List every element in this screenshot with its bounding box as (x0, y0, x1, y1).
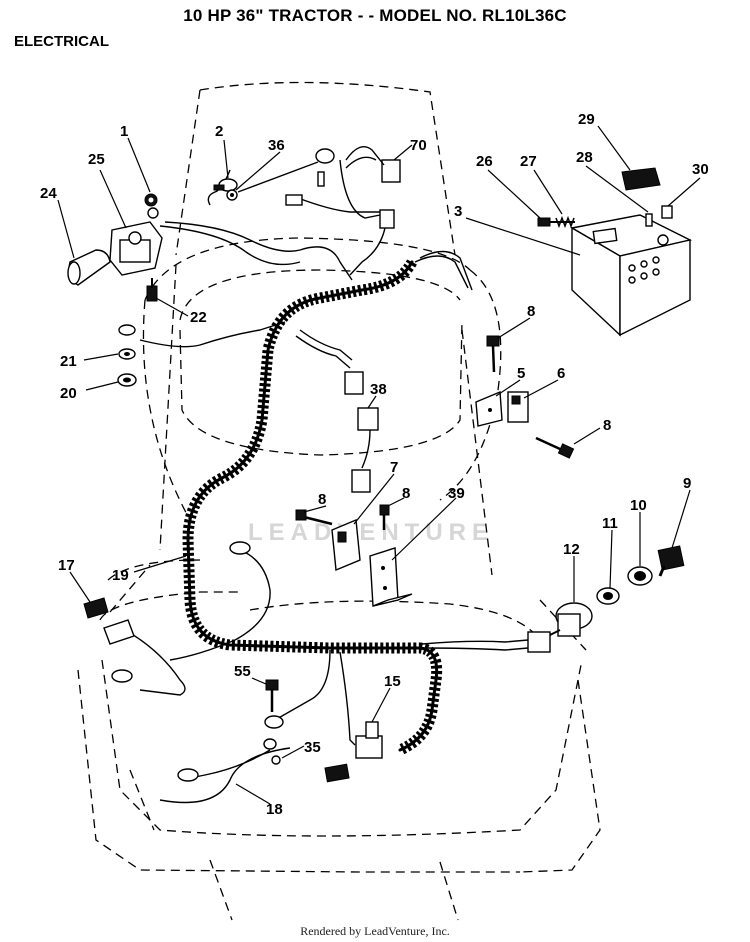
callout-8-right: 8 (603, 417, 611, 434)
solenoid-boot-part (67, 249, 111, 286)
callout-18: 18 (266, 801, 283, 818)
callout-5: 5 (517, 365, 525, 382)
harness-connector-part (344, 371, 379, 493)
seat-switch-screw-part (295, 504, 390, 530)
ignition-bezel-part (627, 566, 653, 586)
callout-38: 38 (370, 381, 387, 398)
ring-terminal-part (111, 541, 284, 782)
callout-11: 11 (602, 515, 618, 532)
callout-21: 21 (60, 353, 77, 370)
callout-55: 55 (234, 663, 251, 680)
ground-bolt-part (265, 679, 279, 712)
callout-7: 7 (390, 459, 398, 476)
callout-22: 22 (190, 309, 207, 326)
callout-39: 39 (448, 485, 465, 502)
tractor-body-outline (77, 81, 601, 921)
battery-nut-part (645, 213, 653, 227)
footer-credit: Rendered by LeadVenture, Inc. (300, 924, 450, 938)
solenoid-screw-part (146, 278, 158, 302)
callout-20: 20 (60, 385, 77, 402)
watermark-text: LEADVENTURE (248, 519, 494, 546)
callout-28: 28 (576, 149, 593, 166)
diagram-title: 10 HP 36" TRACTOR - - MODEL NO. RL10L36C (183, 6, 567, 25)
callout-6: 6 (557, 365, 565, 382)
battery-cable-part (226, 148, 335, 201)
callout-35: 35 (304, 739, 321, 756)
switch-screw-part (535, 436, 575, 459)
washer-part (118, 324, 136, 360)
callout-17: 17 (58, 557, 75, 574)
callout-27: 27 (520, 153, 537, 170)
interlock-switch-part (507, 391, 529, 423)
main-wire-harness-coil (182, 259, 443, 756)
interlock-screw-part (486, 335, 500, 373)
battery-pad-part (621, 167, 661, 191)
ignition-key-part (657, 545, 685, 577)
seat-switch-part (331, 518, 361, 572)
pto-switch-part (324, 721, 383, 783)
lock-washer-part (271, 755, 281, 765)
callout-2: 2 (215, 123, 223, 140)
mounting-bracket-part (369, 547, 413, 607)
terminal-clip-part (661, 205, 673, 219)
callout-15: 15 (384, 673, 401, 690)
harness-wires (124, 159, 529, 804)
solenoid-nut-part (144, 193, 159, 219)
hex-nut-part (117, 373, 137, 387)
ignition-nut-part (596, 587, 620, 605)
ignition-switch-part (527, 602, 593, 653)
battery-part (570, 214, 693, 337)
callout-10: 10 (630, 497, 647, 514)
callout-30: 30 (692, 161, 709, 178)
callout-29: 29 (578, 111, 595, 128)
callout-8-top: 8 (527, 303, 535, 320)
callout-8-left-mid: 8 (318, 491, 326, 508)
callout-12: 12 (563, 541, 580, 558)
switch-bracket-part (475, 390, 503, 427)
starter-solenoid-part (109, 221, 163, 276)
callout-8-center: 8 (402, 485, 410, 502)
callout-36: 36 (268, 137, 285, 154)
callout-1: 1 (120, 123, 128, 140)
battery-spring-part (555, 215, 575, 229)
wiring-connector-part (285, 146, 401, 229)
callout-25: 25 (88, 151, 105, 168)
callout-26: 26 (476, 153, 493, 170)
callout-3: 3 (454, 203, 462, 220)
callout-70: 70 (410, 137, 427, 154)
section-label: ELECTRICAL (14, 33, 109, 50)
callout-19: 19 (112, 567, 129, 584)
callout-24: 24 (40, 185, 57, 202)
callout-leaders (57, 125, 701, 805)
fuse-part (83, 597, 135, 645)
callout-9: 9 (683, 475, 691, 492)
callout-labels: 1 2 36 70 29 25 24 26 27 28 30 3 22 21 2… (40, 111, 709, 818)
battery-bolt-part (537, 217, 575, 227)
